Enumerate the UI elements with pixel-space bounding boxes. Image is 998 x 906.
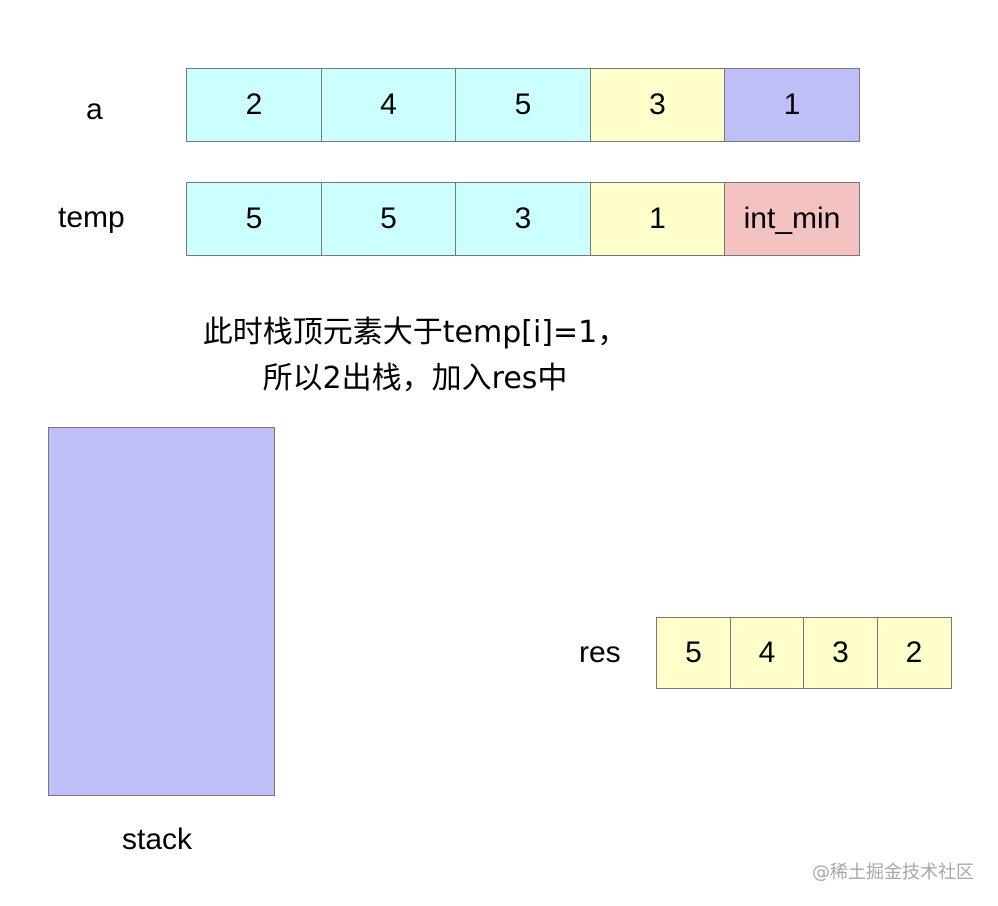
array-a-cell: 4 bbox=[320, 68, 457, 142]
array-temp-cell: 5 bbox=[186, 182, 322, 256]
stack-box bbox=[48, 427, 275, 796]
watermark: @稀土掘金技术社区 bbox=[812, 862, 974, 883]
array-res: 5 4 3 2 bbox=[656, 617, 952, 689]
array-a-cell: 2 bbox=[186, 68, 322, 142]
array-temp-cell: 3 bbox=[455, 182, 591, 256]
array-temp-cell: int_min bbox=[724, 182, 860, 256]
array-a: 2 4 5 3 1 bbox=[186, 68, 860, 142]
array-res-cell: 3 bbox=[803, 617, 878, 689]
step-caption-line-2: 所以2出栈，加入res中 bbox=[262, 361, 568, 396]
array-res-cell: 4 bbox=[729, 617, 805, 689]
array-temp: 5 5 3 1 int_min bbox=[186, 182, 860, 256]
array-temp-label: temp bbox=[58, 201, 125, 234]
array-temp-cell: 5 bbox=[320, 182, 457, 256]
array-temp-cell: 1 bbox=[589, 182, 726, 256]
array-a-cell: 1 bbox=[724, 68, 860, 142]
array-a-cell: 5 bbox=[455, 68, 591, 142]
array-res-cell: 2 bbox=[876, 617, 952, 689]
stack-label: stack bbox=[122, 823, 193, 856]
array-res-label: res bbox=[579, 636, 621, 669]
step-caption-line-1: 此时栈顶元素大于temp[i]=1， bbox=[202, 315, 628, 350]
array-a-label: a bbox=[86, 93, 103, 126]
array-res-cell: 5 bbox=[656, 617, 731, 689]
step-caption: 此时栈顶元素大于temp[i]=1， 所以2出栈，加入res中 bbox=[200, 310, 630, 402]
array-a-cell: 3 bbox=[589, 68, 726, 142]
